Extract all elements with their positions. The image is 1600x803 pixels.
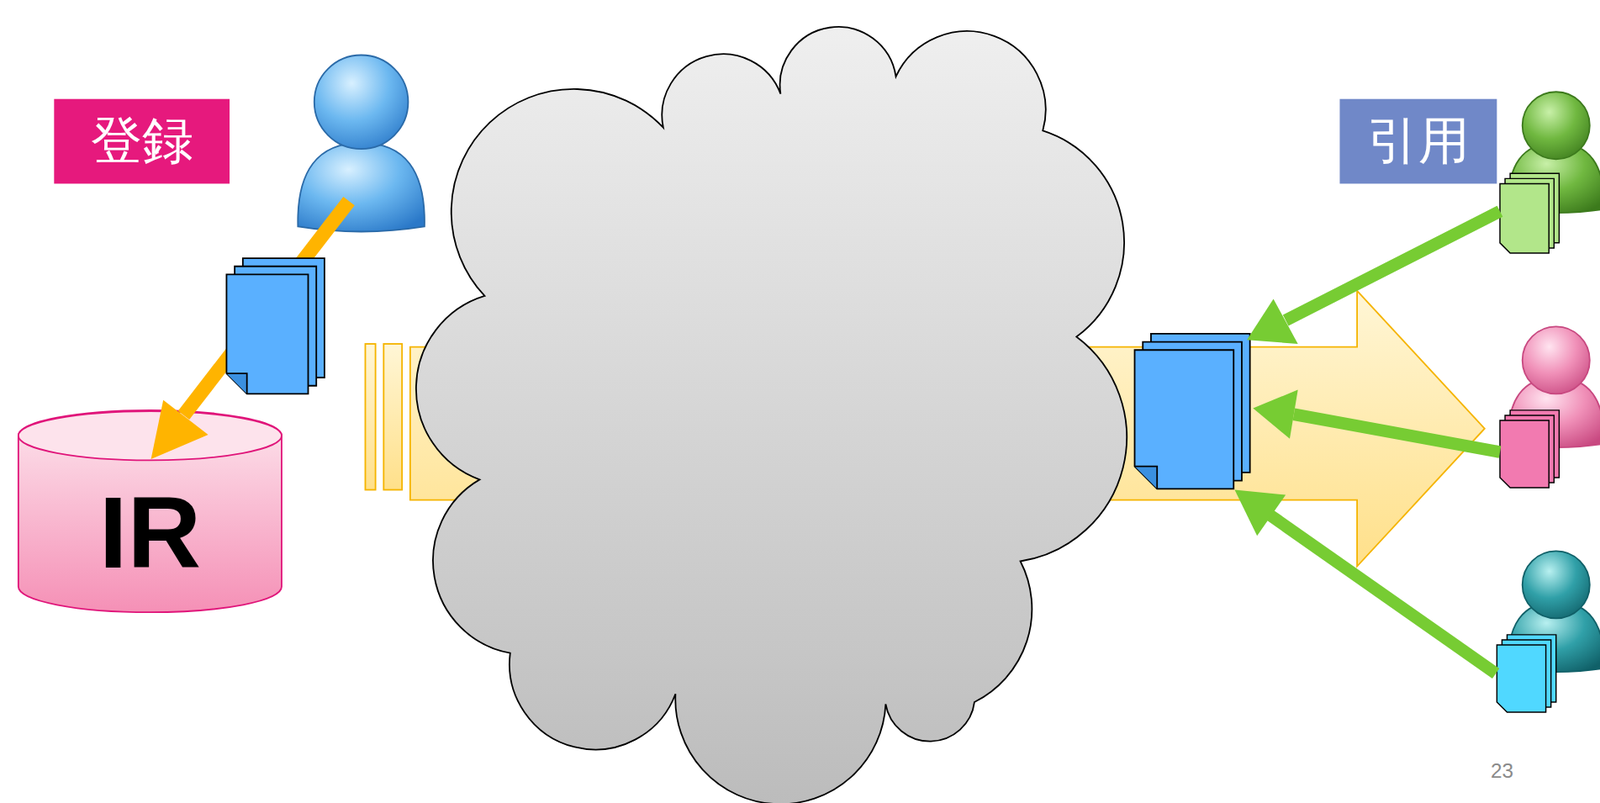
- document-stack: [1499, 410, 1559, 488]
- person-icon: [297, 55, 425, 233]
- node-text: 引用: [1367, 106, 1469, 175]
- cloud: [416, 26, 1127, 803]
- tag-box: 登録: [53, 99, 230, 185]
- document-stack: [1135, 333, 1251, 489]
- tag-box: 引用: [1339, 99, 1497, 185]
- document-stack: [226, 258, 325, 394]
- citation-arrow: [1234, 211, 1500, 674]
- node-text: IR: [99, 473, 201, 592]
- page-number: 23: [1490, 759, 1514, 783]
- document-stack: [1499, 173, 1559, 254]
- document-stack: [1496, 634, 1556, 713]
- node-text: 登録: [90, 106, 193, 175]
- repository-cylinder: IR: [17, 410, 284, 613]
